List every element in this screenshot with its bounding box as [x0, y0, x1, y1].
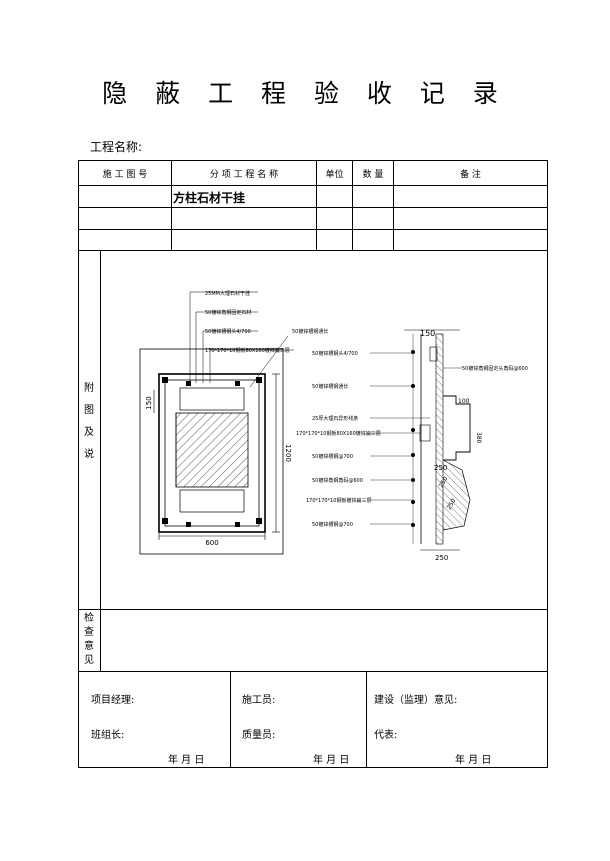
date-label: 年 月 日 — [313, 755, 350, 766]
inspection-label: 检 查 意 见 — [82, 612, 96, 668]
attached-label: 附 图 及 说 — [82, 378, 96, 466]
dim-width: 600 — [205, 539, 218, 547]
attached-char: 图 — [84, 405, 94, 416]
row-item-name: 方柱石材干挂 — [173, 191, 246, 205]
project-name-label: 工程名称: — [90, 140, 143, 154]
dim-380: 380 — [475, 432, 482, 444]
row-line — [78, 250, 548, 251]
drawing-label: 50镀锌角钢角码@600 — [312, 477, 363, 484]
inspection-char: 检 — [84, 613, 94, 624]
dim-250d: 250 — [435, 554, 448, 562]
attached-char: 说 — [84, 449, 94, 460]
col-line — [352, 160, 353, 250]
drawing-label: 170*170*10钢板80X160镀锌扁三层 — [205, 347, 290, 354]
date-label: 年 月 日 — [168, 755, 205, 766]
section-col-line — [100, 250, 101, 671]
row-line — [78, 185, 548, 186]
col-line — [171, 160, 172, 250]
row-line — [78, 207, 548, 208]
col-line — [393, 160, 394, 250]
plan-view: 600 1200 150 25MM大理石材干挂 50镀锌角钢固定石材 50镀锌槽… — [139, 290, 328, 555]
frame-bottom — [78, 767, 548, 768]
date-label: 年 月 日 — [455, 755, 492, 766]
section-view: 150 100 380 250 250 250 250 50镀锌槽钢头4/700… — [296, 329, 528, 562]
drawing-label: 50镀锌槽钢@700 — [312, 521, 353, 528]
quality-staff-label: 质量员: — [242, 730, 276, 741]
dim-side: 150 — [145, 396, 153, 409]
frame-right — [547, 160, 548, 768]
inspection-char: 意 — [84, 641, 94, 652]
team-leader-label: 班组长: — [91, 730, 125, 741]
header-unit: 单位 — [325, 169, 344, 180]
drawing-label: 50镀锌槽钢头4/700 — [312, 350, 358, 357]
header-drawing-no: 施 工 图 号 — [102, 169, 148, 180]
drawing-label: 50镀锌槽钢通长 — [292, 328, 328, 335]
inspection-char: 见 — [84, 655, 94, 666]
dim-100: 100 — [458, 398, 470, 405]
sig-col-line — [366, 671, 367, 767]
drawing-label: 170*170*10钢板80X160镀锌扁三层 — [296, 430, 381, 437]
header-remarks: 备 注 — [460, 169, 481, 180]
drawing-label: 50镀锌槽钢@700 — [312, 453, 353, 460]
frame-left — [78, 160, 79, 768]
supervision-label: 建设（监理）意见: — [374, 695, 458, 706]
drawing-label: 25MM大理石材干挂 — [205, 290, 250, 297]
drawing-label: 50镀锌角钢固定头角码@600 — [462, 365, 528, 372]
dim-250b: 250 — [438, 475, 450, 489]
project-manager-label: 项目经理: — [91, 695, 135, 706]
header-quantity: 数 量 — [362, 169, 384, 180]
representative-label: 代表: — [374, 730, 398, 741]
drawing-label: 50镀锌角钢固定石材 — [205, 309, 251, 316]
dim-250a: 250 — [434, 464, 447, 472]
dim-height: 1200 — [284, 444, 292, 462]
drawing-label: 50镀锌槽钢头4/700 — [205, 328, 251, 335]
page-title: 隐 蔽 工 程 验 收 记 录 — [102, 79, 508, 108]
frame-top — [78, 160, 548, 161]
row-line — [78, 671, 548, 672]
dim-top-right: 150 — [420, 329, 435, 338]
row-line — [78, 609, 548, 610]
drawing-label: 25厚大理石异形线条 — [312, 415, 358, 422]
sig-col-line — [230, 671, 231, 767]
attached-char: 附 — [84, 383, 94, 394]
header-item-name: 分 项 工 程 名 称 — [209, 169, 279, 180]
dim-250c: 250 — [446, 497, 458, 511]
col-line — [316, 160, 317, 250]
row-line — [78, 229, 548, 230]
attached-char: 及 — [84, 427, 94, 438]
inspection-char: 查 — [84, 627, 94, 638]
drawing-label: 170*170*10钢板镀锌扁三层 — [306, 497, 371, 504]
drawing-label: 50镀锌槽钢通长 — [312, 383, 348, 390]
construction-staff-label: 施工员: — [242, 695, 276, 706]
